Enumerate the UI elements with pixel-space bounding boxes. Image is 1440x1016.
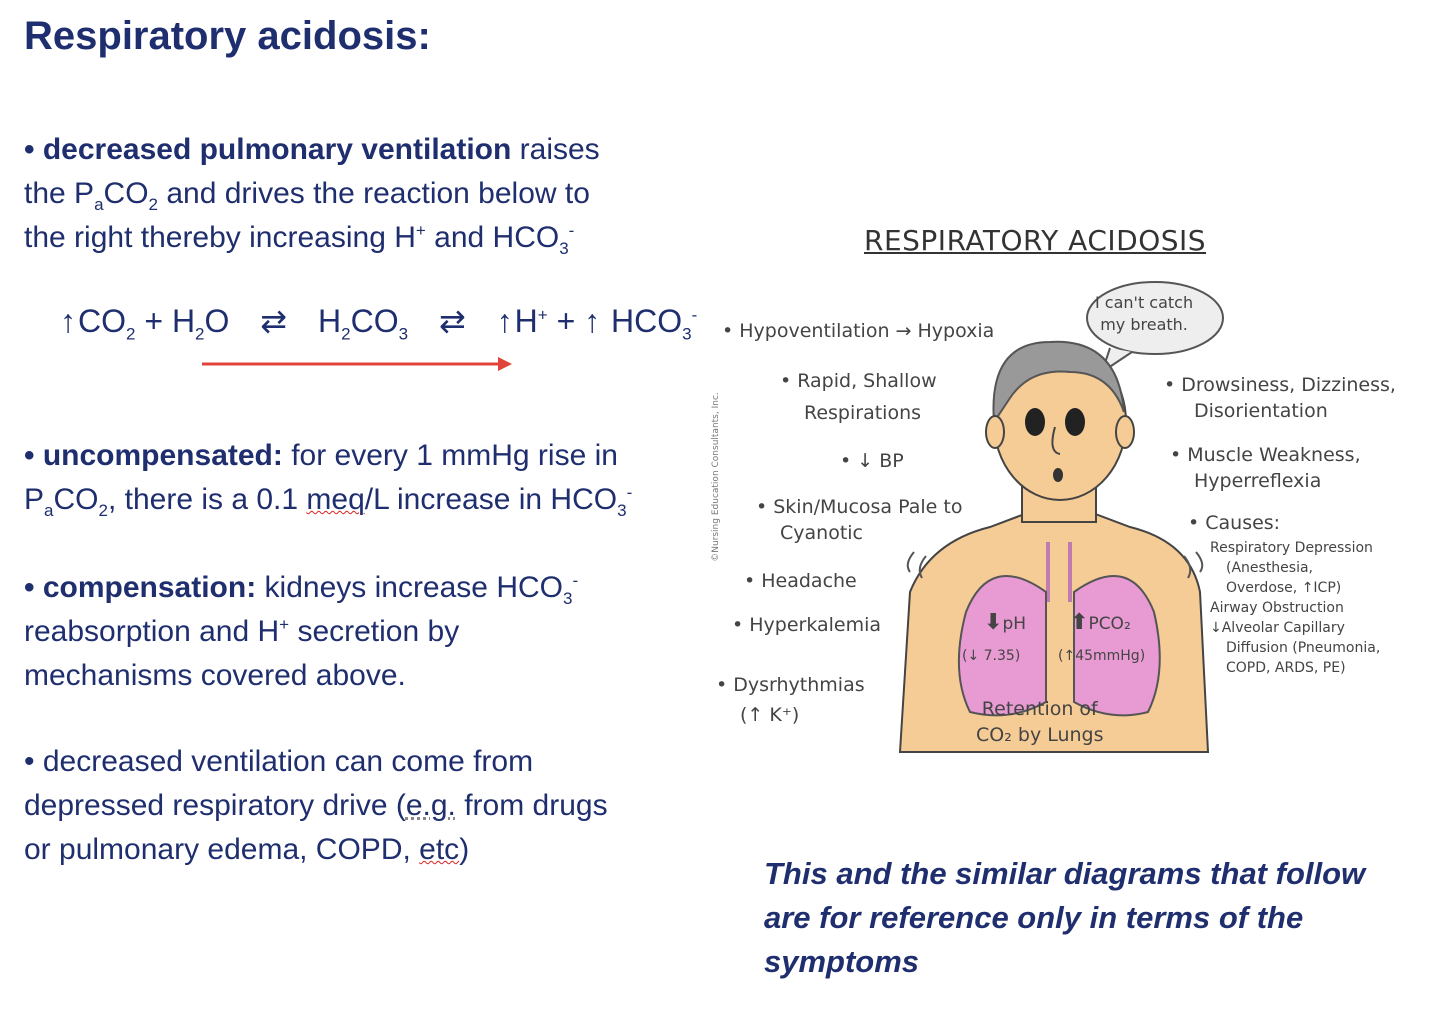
symptom-hypoventilation: • Hypoventilation → Hypoxia (722, 320, 995, 342)
patient-illustration (898, 281, 1224, 753)
symptom-skin-pale: • Skin/Mucosa Pale to (756, 496, 963, 518)
reference-note: This and the similar diagrams that follo… (764, 856, 1366, 979)
lung-ph-label: ⬇pH (984, 610, 1027, 635)
symptom-drowsiness: • Drowsiness, Dizziness, (1164, 374, 1396, 396)
symptom-rapid-shallow: • Rapid, Shallow (780, 370, 937, 392)
down-arrow-icon: ⬇ (984, 610, 1003, 635)
symptom-bp: • ↓ BP (840, 450, 904, 472)
symptom-headache: • Headache (744, 570, 857, 592)
page-title: Respiratory acidosis: (24, 14, 431, 58)
symptom-muscle-weakness: • Muscle Weakness, (1170, 444, 1361, 466)
symptom-hyperkalemia: • Hyperkalemia (732, 614, 882, 636)
equilibrium-arrow-icon: ⇄ (260, 303, 288, 339)
symptom-respirations: Respirations (804, 402, 922, 424)
paragraph-compensation: • compensation: kidneys increase HCO3- r… (24, 571, 579, 692)
up-arrow-icon: ↑ (60, 303, 76, 339)
symptom-hyperreflexia: Hyperreflexia (1194, 470, 1322, 492)
copyright-notice: ©Nursing Education Consultants, Inc. (711, 392, 721, 562)
symptom-potassium: (↑ K⁺) (740, 704, 800, 726)
paragraph-ventilation: • decreased pulmonary ventilation raises… (24, 133, 600, 258)
causes-list: Respiratory Depression (Anesthesia, Over… (1210, 540, 1381, 676)
up-arrow-icon: ⬆ (1070, 610, 1089, 635)
paragraph-causes: • decreased ventilation can come from de… (24, 745, 608, 866)
reaction-equation: ↑CO2 + H2O ⇄ H2CO3 ⇄ ↑H+ + ↑ HCO3- (60, 303, 698, 344)
up-arrow-icon: ↑ (496, 303, 513, 339)
diagram-title: RESPIRATORY ACIDOSIS (864, 224, 1207, 257)
lung-pco2-value: (↑45mmHg) (1058, 648, 1146, 664)
paragraph-uncompensated: • uncompensated: for every 1 mmHg rise i… (24, 439, 633, 520)
causes-heading: • Causes: (1188, 512, 1281, 534)
respiratory-acidosis-diagram: RESPIRATORY ACIDOSIS ©Nursing Education … (700, 212, 1440, 772)
up-arrow-icon: ↑ (584, 303, 601, 339)
symptom-cyanotic: Cyanotic (780, 522, 863, 544)
reaction-direction-arrow (202, 357, 512, 371)
symptom-dysrhythmias: • Dysrhythmias (716, 674, 865, 696)
equilibrium-arrow-icon: ⇄ (438, 303, 466, 339)
lung-ph-value: (↓ 7.35) (962, 648, 1021, 664)
lung-pco2-label: ⬆PCO₂ (1070, 610, 1131, 635)
symptom-disorientation: Disorientation (1194, 400, 1328, 422)
